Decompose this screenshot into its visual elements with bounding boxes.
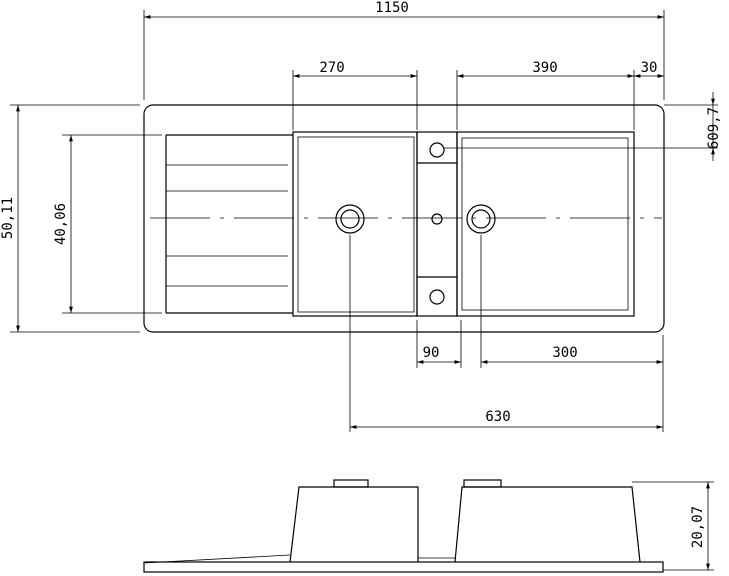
- side-drainboard-slope: [143, 554, 291, 564]
- right-drain: [466, 204, 496, 234]
- top-view: 1150 270 390 30 50,11 40,06 609,7 90: [0, 0, 722, 432]
- tap-hole: [429, 289, 445, 305]
- dim-bowl-depth: 40,06: [53, 203, 69, 245]
- drainboard: [165, 134, 293, 314]
- side-view: 20,07: [143, 479, 714, 573]
- left-bowl: [292, 131, 418, 317]
- left-drain: [335, 204, 365, 234]
- dim-overall-depth: 50,11: [0, 197, 16, 239]
- middle-strip: [416, 131, 458, 317]
- right-bowl: [456, 131, 635, 317]
- dim-right-rim: 30: [641, 60, 658, 76]
- side-base: [143, 561, 664, 573]
- dim-right-bowl-width: 390: [532, 60, 557, 76]
- dim-left-bowl-width: 270: [319, 60, 344, 76]
- tap-hole: [429, 142, 445, 158]
- overflow-hole: [431, 213, 443, 225]
- extension-lines: [10, 10, 718, 432]
- dim-side-height: 20,07: [690, 506, 706, 548]
- side-left-bowl: [289, 486, 419, 563]
- side-right-bowl: [454, 486, 641, 563]
- dim-overall-width: 1150: [375, 0, 409, 16]
- dimension-lines: 1150 270 390 30 50,11 40,06 609,7 90: [0, 0, 722, 429]
- dim-middle-gap: 90: [423, 345, 440, 361]
- dim-top-offset: 609,7: [706, 107, 722, 149]
- dim-drain-to-drain: 630: [485, 409, 510, 425]
- sink-outline: [143, 104, 665, 333]
- dim-right-drain-offset: 300: [552, 345, 577, 361]
